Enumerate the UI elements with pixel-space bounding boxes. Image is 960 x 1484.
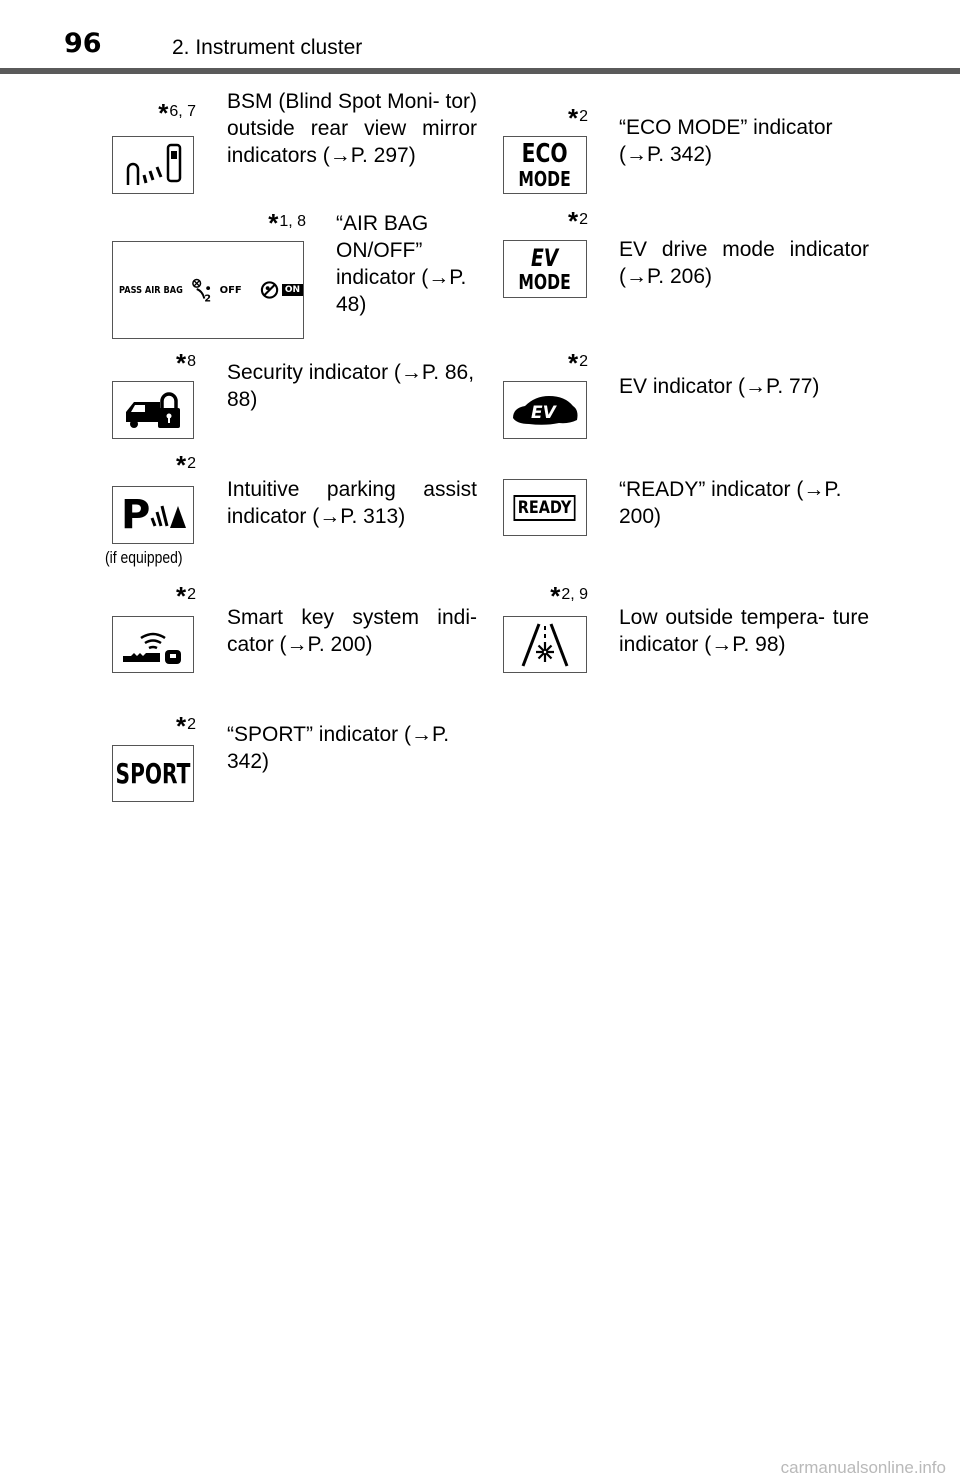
page-number: 96 (64, 28, 102, 59)
parking-caption: (if equipped) (105, 548, 183, 567)
bsm-mirror-icon (126, 143, 182, 185)
ev-mode-icon: EV MODE (518, 244, 572, 294)
section-title: 2. Instrument cluster (172, 36, 363, 59)
low-temp-indicator-box (503, 616, 587, 673)
smart-key-indicator-box (112, 616, 194, 673)
ev-mode-indicator-box: EV MODE (503, 240, 587, 298)
ready-description: “READY” indicator (→P. 200) (619, 478, 842, 528)
eco-mode-icon: ECO MODE (518, 139, 572, 191)
ev-mode-footnote: *2 (567, 206, 588, 236)
smart-key-icon (123, 632, 181, 664)
sport-footnote: *2 (175, 711, 196, 741)
ev-mode-description: EV drive mode indicator (→P. 206) (619, 238, 869, 288)
ev-indicator-box: EV (503, 381, 587, 439)
parking-footnote: *2 (175, 450, 196, 480)
smart-key-footnote: *2 (175, 581, 196, 611)
airbag-description: “AIR BAG ON/OFF” indicator (→P. 48) (336, 212, 467, 316)
airbag-disabled-icon (260, 281, 278, 299)
sport-description: “SPORT” indicator (→P. 342) (227, 723, 450, 773)
svg-text:EV: EV (531, 403, 558, 423)
parking-sensor-icon (150, 505, 187, 528)
ev-car-icon: EV (513, 396, 578, 425)
svg-text:2: 2 (204, 293, 211, 303)
airbag-off-label: OFF (219, 284, 242, 296)
sport-indicator-box: SPORT (112, 745, 194, 802)
low-temp-description: Low outside tempera- ture indicator (→P.… (619, 606, 869, 656)
bsm-description: BSM (Blind Spot Moni- tor) outside rear … (227, 90, 477, 167)
low-temp-footnote: *2, 9 (550, 581, 588, 611)
eco-description: “ECO MODE” indicator (→P. 342) (619, 116, 833, 166)
passenger-airbag-icon: 2 (191, 278, 211, 303)
ready-indicator-box: READY (503, 479, 587, 536)
security-lock-icon (126, 392, 180, 428)
airbag-on-label: ON (281, 284, 303, 296)
ev-footnote: *2 (567, 348, 588, 378)
watermark: carmanualsonline.info (780, 1458, 946, 1477)
parking-p-letter: P (121, 492, 151, 538)
eco-mode-indicator-box: ECO MODE (503, 136, 587, 194)
eco-footnote: *2 (567, 103, 588, 133)
airbag-footnote: *1, 8 (268, 208, 306, 238)
smart-key-description: Smart key system indi- cator (→P. 200) (227, 606, 477, 656)
bsm-footnote: *6, 7 (158, 98, 196, 128)
road-snowflake-icon (521, 622, 569, 667)
parking-description: Intuitive parking assist indicator (→P. … (227, 478, 477, 528)
ev-description: EV indicator (→P. 77) (619, 375, 820, 398)
bsm-indicator-box (112, 136, 194, 194)
airbag-indicator-box: PASS AIR BAG 2 OFF ON (112, 241, 304, 339)
security-indicator-box (112, 381, 194, 439)
parking-indicator-box: P (112, 486, 194, 544)
ready-icon: READY (513, 494, 577, 521)
security-description: Security indicator (→P. 86, 88) (227, 361, 475, 411)
header-rule (0, 68, 960, 74)
security-footnote: *8 (175, 348, 196, 378)
sport-icon: SPORT (115, 756, 191, 790)
pass-airbag-label: PASS AIR BAG (119, 284, 183, 296)
